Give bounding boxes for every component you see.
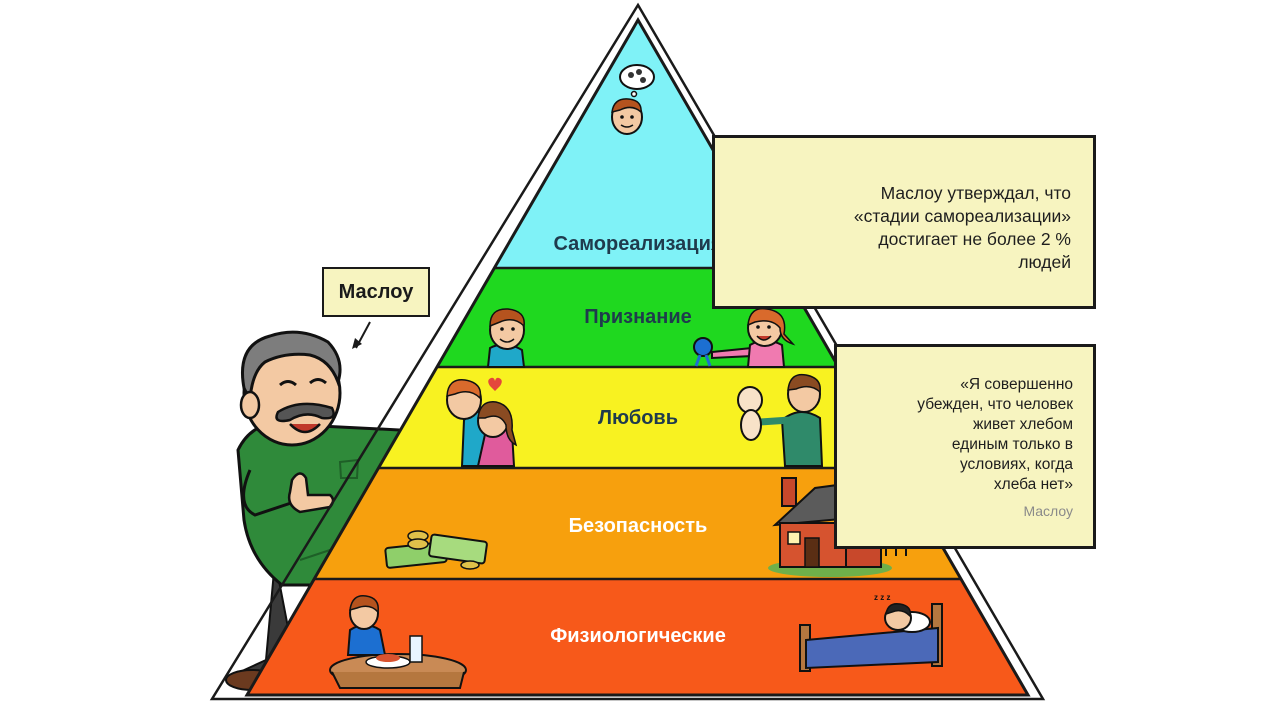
pyramid-outline [244,17,1031,697]
maslow-label: Маслоу [322,267,430,317]
note-line: Маслоу утверждал, что [880,183,1071,203]
girl-with-ribbon-icon [693,307,796,368]
boy-icon [486,308,526,368]
level-label-love: Любовь [598,407,678,429]
quote-line: хлеба нет» [993,476,1073,493]
quote-line: условиях, когда [959,456,1073,473]
svg-text:z z z: z z z [874,593,890,602]
thinking-boy-icon [611,64,655,135]
level-label-safety: Безопасность [569,515,708,537]
note-line: людей [1018,252,1071,272]
father-with-baby-icon [737,373,824,467]
self-actualization-note: Маслоу утверждал, что «стадии самореализ… [712,135,1096,309]
quote-line: «Я совершенно [960,376,1073,393]
sleeping-boy-icon: z z z [799,593,943,672]
hugging-couple-icon [446,377,518,467]
note-line: достигает не более 2 % [878,229,1071,249]
level-label-self-actualization: Самореализация [553,233,722,255]
maslow-quote-note: «Я совершенно убежден, что человек живет… [834,344,1096,549]
quote-line: живет хлебом [973,416,1073,433]
quote-line: единым только в [951,436,1073,453]
level-label-physiological: Физиологические [550,625,726,647]
note-line: «стадии самореализации» [853,206,1071,226]
money-icon [384,530,488,570]
quote-line: убежден, что человек [917,396,1073,413]
quote-author: Маслоу [1023,503,1073,519]
boy-eating-icon [329,595,467,689]
level-label-esteem: Признание [584,306,692,328]
maslow-character-icon [225,330,402,691]
